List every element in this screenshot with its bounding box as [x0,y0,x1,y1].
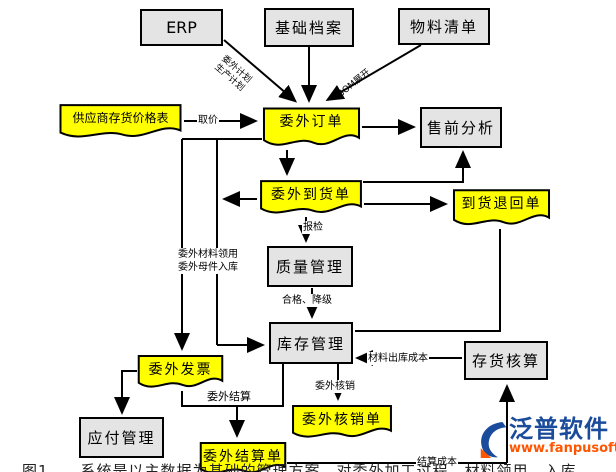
node-inventory: 库存管理 [269,322,353,364]
node-erp-label: ERP [166,18,197,37]
node-inventory-label: 库存管理 [276,334,345,353]
node-quality-label: 质量管理 [275,258,344,276]
edge-label-hege: 合格、降级 [281,294,333,307]
doc-supplier-price: 供应商存货价格表 [58,103,183,141]
doc-arrival-note-label: 委外到货单 [271,187,351,203]
node-presale-analysis: 售前分析 [420,107,502,148]
edge-label-baojian: 报检 [302,221,324,234]
edge-label-weiwai-jiesuan: 委外结算 [206,390,252,405]
doc-writeoff: 委外核销单 [291,404,393,441]
node-material-list-label: 物料清单 [409,18,478,36]
doc-settlement: 委外结算单 [199,441,287,472]
node-stock-accounting-label: 存货核算 [471,352,540,370]
edge-label-material: 委外材料领用 委外母件入库 [177,248,239,274]
node-payable-label: 应付管理 [87,429,156,447]
document-shape [259,179,363,217]
node-payable: 应付管理 [79,417,164,458]
document-shape [452,188,551,229]
doc-arrival-return: 到货退回单 [452,188,551,229]
doc-invoice-label: 委外发票 [148,362,213,378]
node-erp: ERP [140,9,223,46]
doc-outsource-order-label: 委外订单 [279,114,344,130]
document-shape [199,441,287,472]
edge-label-plan: 委外计划 生产计划 [211,54,253,95]
document-shape [291,404,393,441]
doc-invoice: 委外发票 [137,354,224,391]
doc-settlement-label: 委外结算单 [203,449,283,465]
doc-writeoff-label: 委外核销单 [302,412,382,428]
node-quality: 质量管理 [267,246,353,287]
edge-label-bom-text: BOM展开 [336,67,373,100]
document-shape [58,103,183,141]
edge-label-bom: BOM展开 [336,68,373,101]
fanpu-logo-text: 泛普软件 www.fanpusoft.com [509,416,616,457]
edge-label-cailiao-chuku: 材料出库成本 [367,352,429,365]
document-shape [137,354,224,391]
edge-label-weiwai-hexiao: 委外核销 [314,380,356,393]
edge-label-material-line2: 委外母件入库 [178,262,238,273]
node-basic-archive: 基础档案 [264,8,354,47]
node-presale-analysis-label: 售前分析 [426,119,495,137]
figure-caption: 图1 系统是以主数据为基础的管理方案，对委外加工过程，材料领用、入库 [22,462,577,472]
node-material-list: 物料清单 [398,8,490,45]
document-shape [262,106,361,150]
edge-label-jiesuan-chengben: 结算成本 [416,456,458,469]
edge-label-material-line1: 委外材料领用 [178,249,238,260]
fanpu-logo-url: www.fanpusoft.com [509,441,616,457]
edge-label-qujia: 取价 [197,114,219,127]
doc-outsource-order: 委外订单 [262,106,361,150]
doc-arrival-return-label: 到货退回单 [461,196,542,212]
fanpu-logo-name: 泛普软件 [509,415,609,443]
node-stock-accounting: 存货核算 [464,341,548,380]
doc-arrival-note: 委外到货单 [259,179,363,217]
fanpu-logo: 泛普软件 www.fanpusoft.com [477,416,616,464]
doc-supplier-price-label: 供应商存货价格表 [72,111,169,125]
node-basic-archive-label: 基础档案 [274,19,343,37]
fanpu-logo-icon [480,422,507,458]
